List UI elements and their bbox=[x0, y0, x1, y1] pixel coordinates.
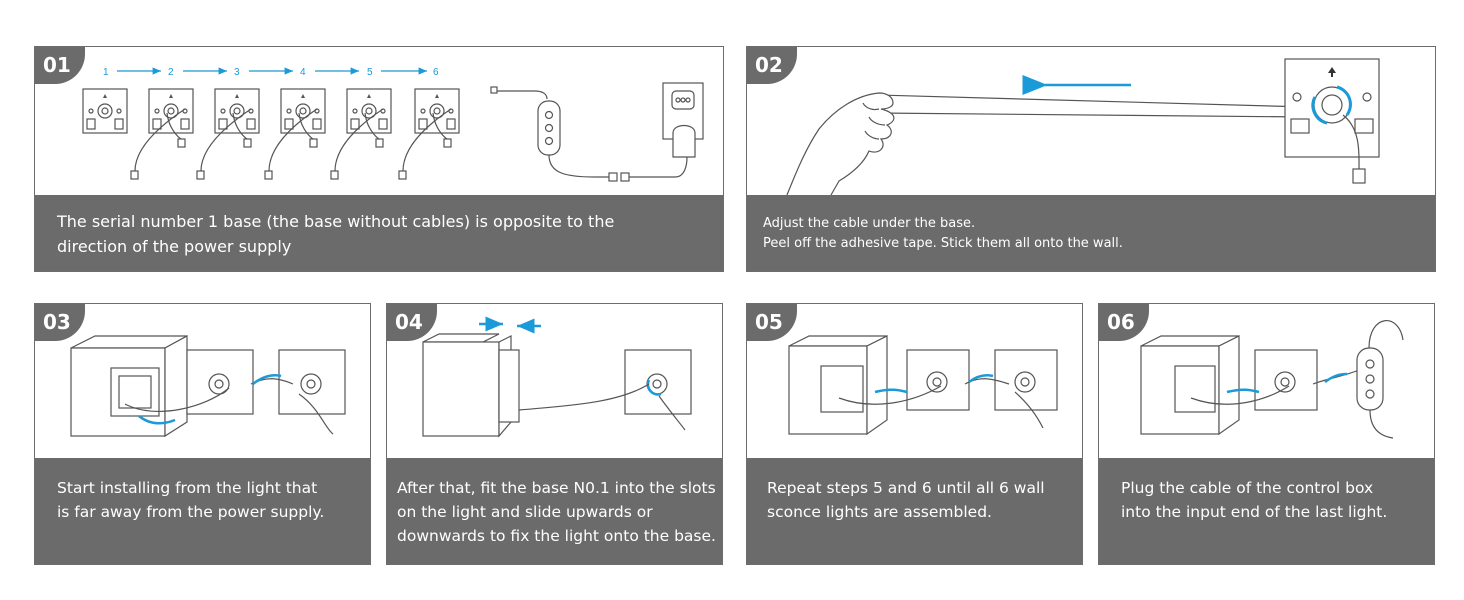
step-04-caption: After that, fit the base N0.1 into the s… bbox=[387, 458, 722, 564]
step-panel-02: Adjust the cable under the base. Peel of… bbox=[746, 46, 1436, 272]
caption-line-1: Repeat steps 5 and 6 until all 6 wall bbox=[767, 479, 1045, 497]
caption-line-2: is far away from the power supply. bbox=[57, 503, 325, 521]
step-03-caption: Start installing from the light that is … bbox=[35, 458, 370, 564]
step-panel-05: Repeat steps 5 and 6 until all 6 wall sc… bbox=[746, 303, 1083, 565]
step-02-caption: Adjust the cable under the base. Peel of… bbox=[747, 195, 1435, 271]
step-05-caption: Repeat steps 5 and 6 until all 6 wall sc… bbox=[747, 458, 1082, 564]
power-adapter-icon bbox=[662, 82, 704, 158]
control-box-icon bbox=[490, 86, 688, 182]
caption-line-2: into the input end of the last light. bbox=[1121, 503, 1388, 521]
sequence-number-2: 2 bbox=[168, 67, 174, 78]
control-box-icon bbox=[1356, 320, 1404, 439]
caption-line-2: Peel off the adhesive tape. Stick them a… bbox=[763, 236, 1123, 251]
caption-line-1: After that, fit the base N0.1 into the s… bbox=[397, 479, 716, 497]
step-number-badge: 05 bbox=[747, 304, 797, 341]
caption-line-2: direction of the power supply bbox=[57, 237, 292, 256]
step-06-diagram bbox=[1140, 320, 1404, 439]
caption-line-2: sconce lights are assembled. bbox=[767, 503, 992, 521]
step-06-illustration bbox=[1099, 304, 1434, 460]
step-04-diagram bbox=[422, 316, 692, 438]
step-05-diagram bbox=[788, 335, 1058, 436]
step-panel-03: Start installing from the light that is … bbox=[34, 303, 371, 565]
sequence-number-1: 1 bbox=[103, 67, 109, 78]
light-fixture-icon bbox=[422, 333, 520, 438]
step-02-diagram bbox=[786, 58, 1380, 196]
wall-base-icon bbox=[906, 349, 1058, 411]
sequence-number-6: 6 bbox=[433, 67, 439, 78]
step-02-illustration bbox=[747, 47, 1435, 197]
hand-icon bbox=[786, 92, 895, 196]
step-01-caption: The serial number 1 base (the base witho… bbox=[35, 195, 723, 271]
step-03-diagram bbox=[70, 334, 346, 438]
step-03-illustration bbox=[35, 304, 370, 460]
sequence-number-4: 4 bbox=[300, 67, 306, 78]
step-number-badge: 04 bbox=[387, 304, 437, 341]
step-panel-06: Plug the cable of the control box into t… bbox=[1098, 303, 1435, 565]
step-05-illustration bbox=[747, 304, 1082, 460]
step-04-illustration bbox=[387, 304, 722, 460]
caption-line-1: Start installing from the light that bbox=[57, 479, 318, 497]
step-06-caption: Plug the cable of the control box into t… bbox=[1099, 458, 1434, 564]
caption-line-1: Adjust the cable under the base. bbox=[763, 216, 976, 231]
caption-line-1: The serial number 1 base (the base witho… bbox=[57, 212, 615, 231]
sequence-number-5: 5 bbox=[367, 67, 373, 78]
wall-base-icon bbox=[186, 349, 346, 415]
step-01-diagram: 1 2 3 4 5 6 bbox=[82, 67, 704, 182]
wall-base-icon bbox=[624, 349, 692, 415]
sequence-number-3: 3 bbox=[234, 67, 240, 78]
step-panel-01: 1 2 3 4 5 6 bbox=[34, 46, 724, 272]
wall-base-icon bbox=[1254, 349, 1318, 411]
light-fixture-icon bbox=[788, 335, 888, 436]
caption-line-2: on the light and slide upwards or bbox=[397, 503, 653, 521]
caption-line-3: downwards to fix the light onto the base… bbox=[397, 527, 716, 545]
step-number-badge: 02 bbox=[747, 47, 797, 84]
wall-base-icon bbox=[82, 88, 460, 134]
step-panel-04: After that, fit the base N0.1 into the s… bbox=[386, 303, 723, 565]
light-fixture-icon bbox=[1140, 335, 1240, 436]
wall-base-icon bbox=[1284, 58, 1380, 184]
caption-line-1: Plug the cable of the control box bbox=[1121, 479, 1374, 497]
step-01-illustration: 1 2 3 4 5 6 bbox=[35, 47, 723, 197]
